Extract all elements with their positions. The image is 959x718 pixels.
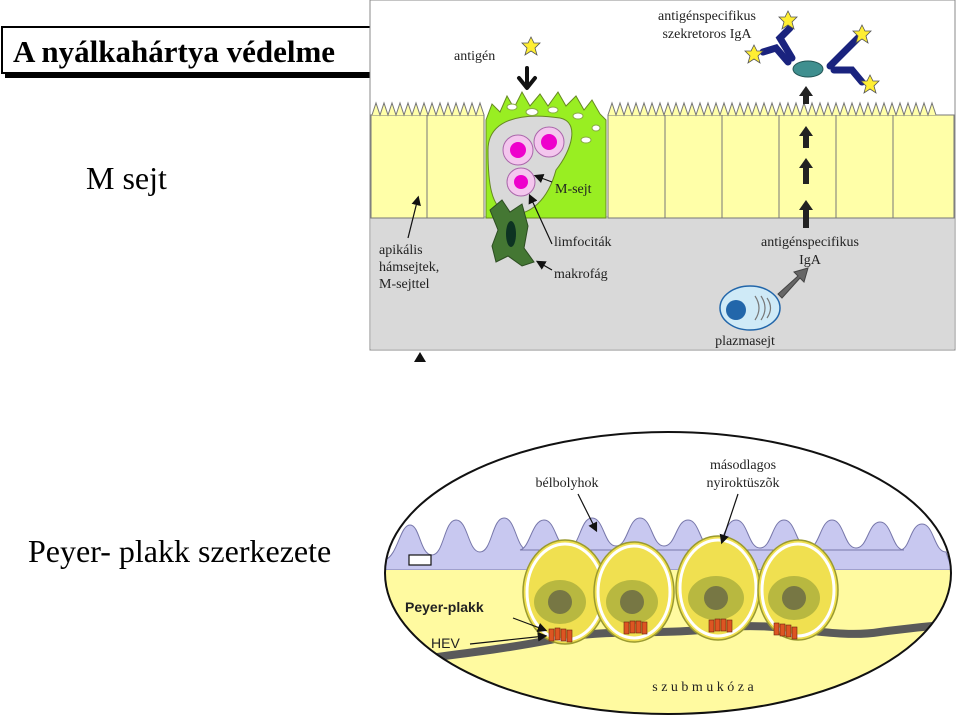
secretory-component xyxy=(792,60,824,78)
label-iga-1: antigénspecifikus xyxy=(761,235,859,250)
m-cell-diagram: antigén antigénspecifikus szekretoros Ig… xyxy=(369,0,956,362)
label-apical-2: hámsejtek, xyxy=(379,260,439,275)
scale-box xyxy=(408,554,432,566)
label-m-cell: M-sejt xyxy=(555,182,592,197)
title-box: A nyálkahártya védelme xyxy=(1,26,379,74)
villi-arrow xyxy=(577,493,598,533)
lymphocyte-arrow xyxy=(528,193,553,245)
bound-antigens xyxy=(744,10,880,94)
secretory-iga-icon xyxy=(759,24,866,86)
label-follicle-1: másodlagos xyxy=(710,458,776,473)
plasma-cell xyxy=(719,285,781,331)
label-plasma-cell: plazmasejt xyxy=(715,334,775,349)
antigen-arrow xyxy=(517,66,537,90)
microvilli-left xyxy=(371,101,485,117)
label-follicle-2: nyiroktüszõk xyxy=(706,476,779,491)
epithelial-cells xyxy=(370,114,955,219)
label-peyer-plaque: Peyer-plakk xyxy=(405,599,484,615)
iga-arrow xyxy=(777,267,809,299)
label-siga-2: szekretoros IgA xyxy=(662,27,752,42)
antigen-icon xyxy=(521,36,541,56)
small-marker xyxy=(414,352,426,362)
hev-arrow xyxy=(469,631,548,645)
label-villi: bélbolyhok xyxy=(536,476,599,491)
apical-arrow xyxy=(407,195,421,239)
peyer-arrow xyxy=(512,617,548,632)
label-hev: HEV xyxy=(431,635,460,651)
macrophage-arrow xyxy=(535,260,553,271)
label-submucosa: s z u b m u k ó z a xyxy=(652,680,754,695)
peyer-section-label: Peyer- plakk szerkezete xyxy=(28,533,332,569)
m-cell-section-label: M sejt xyxy=(86,160,167,196)
label-iga-2: IgA xyxy=(799,253,822,268)
oval-border xyxy=(384,431,952,715)
hev-clusters xyxy=(548,618,798,643)
lymphocytes xyxy=(502,126,565,197)
transcytosis-arrows xyxy=(799,86,813,228)
macrophage-nucleus xyxy=(506,221,516,247)
label-macrophage: makrofág xyxy=(554,267,608,282)
follicle-arrow xyxy=(719,493,739,545)
label-siga-1: antigénspecifikus xyxy=(658,9,756,24)
label-apical-3: M-sejttel xyxy=(379,277,430,292)
peyer-plaque-diagram: bélbolyhok másodlagos nyiroktüszõk Peyer… xyxy=(384,431,952,715)
page-title: A nyálkahártya védelme xyxy=(13,34,336,69)
label-lymphocytes: limfociták xyxy=(554,235,612,250)
label-apical-1: apikális xyxy=(379,243,423,258)
label-antigen: antigén xyxy=(454,49,495,64)
follicles xyxy=(522,535,839,645)
m-cell-vesicles xyxy=(506,103,601,144)
microvilli-right xyxy=(607,101,937,117)
submucosa-area xyxy=(371,216,954,349)
m-cell-arrow xyxy=(533,174,553,184)
